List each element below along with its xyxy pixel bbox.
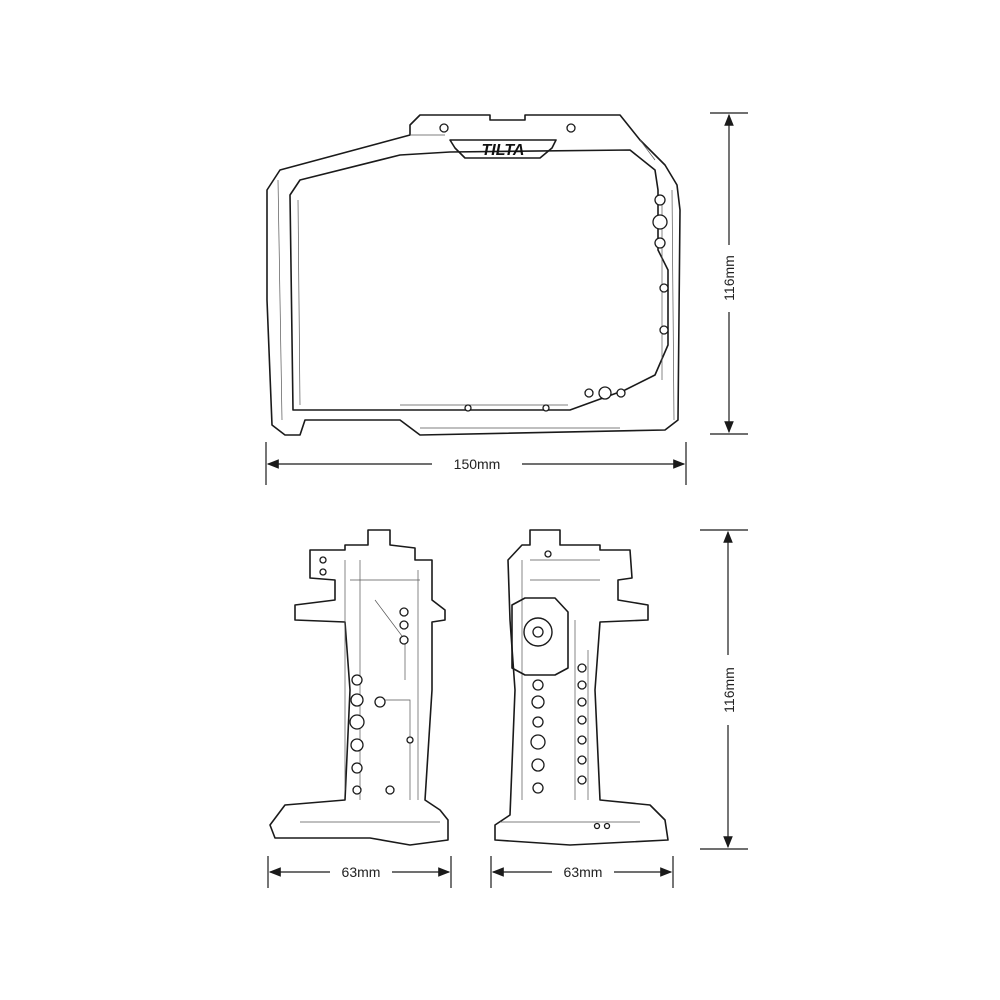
left-side-view — [269, 529, 449, 846]
right-width-dimension — [490, 856, 674, 888]
front-height-dimension — [710, 112, 748, 435]
front-width-label: 150mm — [454, 456, 501, 472]
left-width-dimension — [267, 856, 452, 888]
front-view-cage — [266, 114, 681, 436]
side-height-label: 116mm — [721, 667, 737, 713]
front-height-label: 116mm — [721, 255, 737, 301]
logo-tilta: TILTA — [482, 142, 525, 159]
side-height-dimension — [700, 529, 748, 850]
left-width-label: 63mm — [342, 864, 381, 880]
right-width-label: 63mm — [564, 864, 603, 880]
right-side-view — [494, 529, 669, 846]
front-width-dimension — [265, 442, 687, 485]
